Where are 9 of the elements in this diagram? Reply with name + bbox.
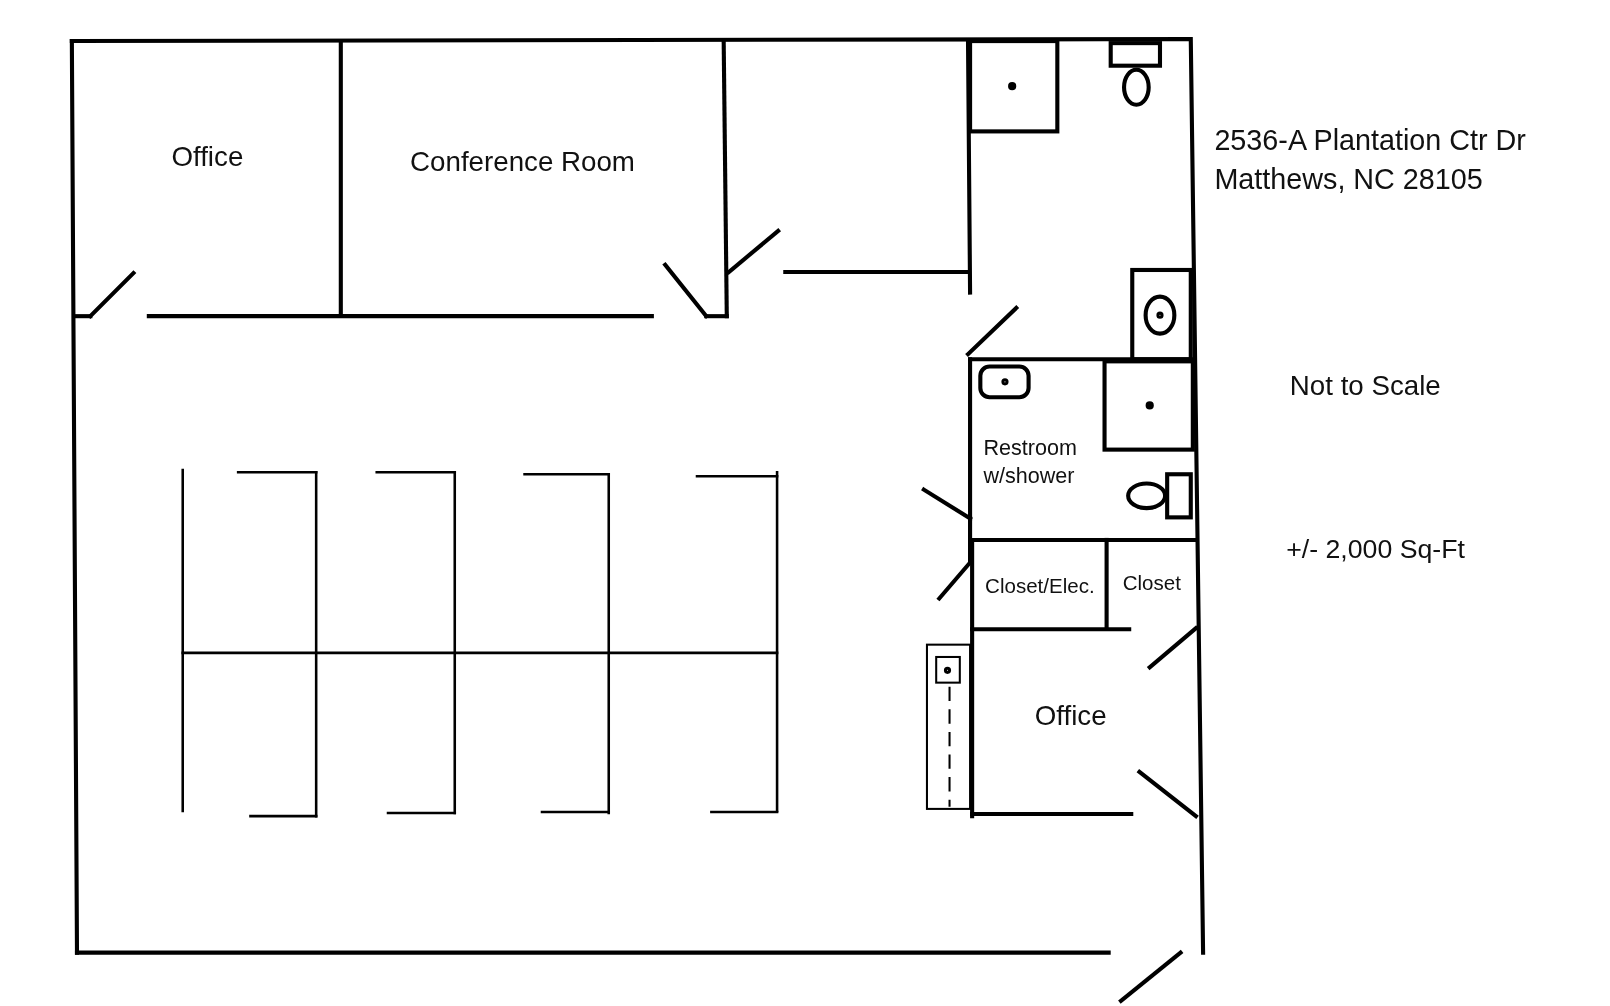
area-note: +/- 2,000 Sq-Ft — [1286, 532, 1465, 567]
room-label: Conference Room — [410, 145, 635, 180]
address-text: 2536-A Plantation Ctr Dr Matthews, NC 28105 — [1214, 123, 1527, 197]
room-label: Restroom w/shower — [983, 434, 1078, 490]
room-label: Closet — [1122, 570, 1181, 596]
scale-note: Not to Scale — [1289, 369, 1441, 404]
room-label: Office — [1034, 698, 1107, 733]
room-label: Office — [171, 140, 244, 175]
room-label: Closet/Elec. — [985, 573, 1095, 599]
